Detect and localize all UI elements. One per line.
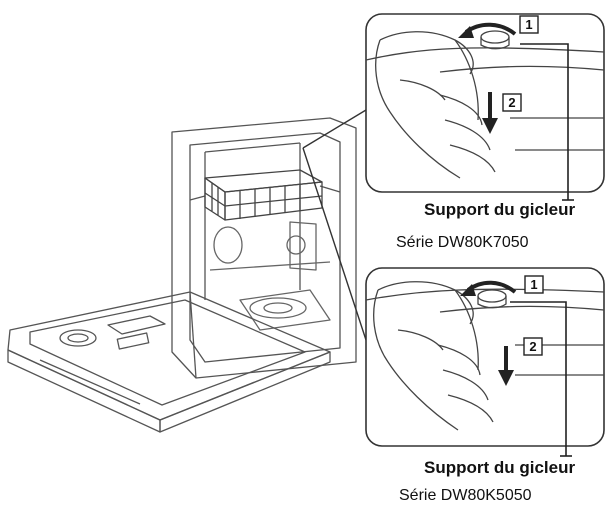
step-2-badge [523, 337, 543, 356]
callout-bottom-title: Support du gicleur [424, 458, 576, 477]
leader-line-bottom [302, 147, 367, 341]
step-1-label: 1 [530, 277, 537, 292]
rail-line [189, 195, 206, 201]
upper-rack [204, 169, 323, 221]
step-2-label: 2 [529, 339, 536, 354]
down-arrowhead-icon [498, 370, 514, 386]
tub-inner-frame [189, 132, 341, 363]
tub-outer-frame [171, 117, 357, 379]
leader-line-top [302, 109, 367, 149]
step-2-badge [502, 93, 522, 112]
callout-top-series: Série DW80K7050 [396, 234, 529, 251]
step-1-badge [524, 275, 544, 294]
callout-bottom-series: Série DW80K5050 [399, 487, 532, 504]
callout-box-top: 1 2 [365, 13, 605, 201]
step-1-badge [519, 15, 539, 34]
caption-pointer-bottom [510, 301, 567, 456]
hand-illustration-bottom [365, 281, 605, 431]
callout-leaders [302, 109, 367, 341]
step-1-label: 1 [525, 17, 532, 32]
rotate-arrowhead-icon [460, 284, 476, 296]
callout-box-bottom: 1 2 [365, 267, 605, 457]
rail-line [319, 185, 341, 193]
down-arrowhead-icon [482, 118, 498, 134]
hand-illustration-top [365, 30, 605, 179]
lower-tub-details [209, 221, 331, 331]
open-door [7, 291, 331, 433]
rotate-arrowhead-icon [458, 26, 474, 38]
callout-top-title: Support du gicleur [424, 200, 576, 219]
dishwasher-illustration [7, 117, 357, 433]
step-2-label: 2 [508, 95, 515, 110]
caption-pointer-top [520, 43, 569, 200]
tub-wall-line [204, 142, 301, 153]
